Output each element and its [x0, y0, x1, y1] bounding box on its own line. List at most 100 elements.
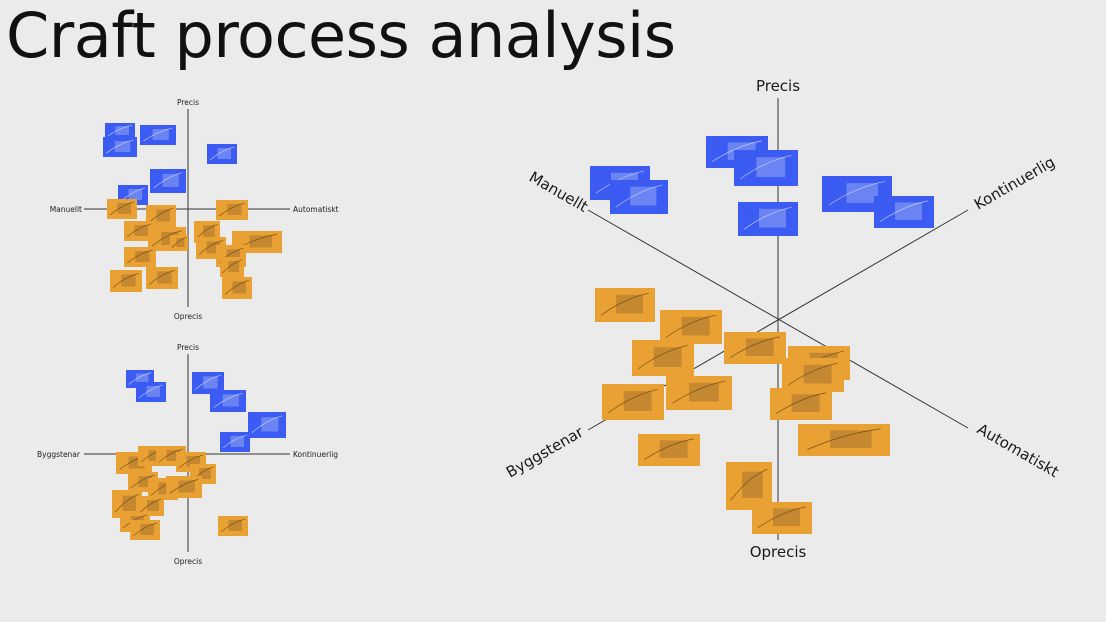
- photo-detail: [249, 235, 272, 248]
- photo-detail-line: [637, 345, 688, 370]
- photo-detail: [689, 382, 719, 402]
- diagram-three-axis: Precis Oprecis Manuellt Kontinuerlig Byg…: [500, 70, 1080, 570]
- photo-cluster: [590, 136, 934, 534]
- photo-detail: [681, 316, 710, 336]
- diagram-blocks-continuous: Precis Oprecis Byggstenar Kontinuerlig: [37, 340, 350, 570]
- photo-detail: [186, 456, 200, 467]
- photo-detail: [114, 141, 131, 152]
- photo-detail-line: [140, 498, 162, 513]
- page-title: Craft process analysis: [6, 0, 676, 72]
- label-kontinuerlig: Kontinuerlig: [971, 153, 1058, 214]
- photo-detail-line: [672, 380, 726, 404]
- photo-detail: [199, 468, 211, 479]
- photo-detail: [203, 376, 218, 389]
- photo-detail: [773, 508, 800, 526]
- photo-detail-line: [114, 493, 140, 513]
- photo-detail-line: [740, 155, 792, 180]
- photo-detail-line: [153, 172, 183, 189]
- label-automatiskt: Automatiskt: [293, 205, 339, 214]
- photo-detail-line: [198, 239, 224, 255]
- photo-detail-line: [757, 506, 807, 528]
- photo-detail-line: [148, 269, 175, 285]
- photo-detail-line: [222, 259, 242, 274]
- photo-detail-line: [743, 206, 793, 230]
- photo-detail: [230, 436, 244, 447]
- photo-detail-line: [218, 202, 245, 217]
- label-oprecis: Oprecis: [174, 312, 202, 321]
- photo-detail-line: [730, 468, 768, 501]
- photo-detail: [759, 208, 786, 228]
- photo-detail-line: [112, 272, 139, 288]
- photo-detail-line: [607, 389, 658, 414]
- photo-detail: [232, 281, 246, 294]
- label-precis: Precis: [177, 343, 199, 352]
- photo-detail-line: [196, 223, 218, 239]
- photo-detail-line: [148, 207, 174, 223]
- photo-detail: [157, 271, 172, 284]
- photo-detail: [616, 294, 643, 314]
- photo-detail-line: [109, 201, 135, 216]
- photo-detail-line: [130, 474, 156, 489]
- photo-detail-line: [251, 415, 283, 434]
- label-precis: Precis: [177, 98, 199, 107]
- photo-detail-line: [828, 181, 886, 206]
- photo-detail-line: [126, 223, 152, 238]
- photo-detail: [128, 189, 142, 200]
- photo-detail: [147, 500, 159, 511]
- photo-detail-line: [213, 392, 243, 408]
- photo-detail: [162, 173, 179, 187]
- photo-detail-line: [209, 146, 235, 161]
- photo-detail: [630, 186, 657, 206]
- photo-detail-line: [106, 139, 134, 154]
- photo-detail: [830, 430, 872, 448]
- label-manuellt: Manuellt: [50, 205, 82, 214]
- photo-detail: [756, 157, 786, 177]
- photo-detail-line: [126, 249, 153, 264]
- photo-detail-line: [128, 372, 152, 385]
- photo-detail: [135, 373, 149, 384]
- label-manuellt: Manuellt: [526, 168, 591, 216]
- photo-detail-line: [224, 279, 250, 295]
- photo-detail-line: [775, 392, 826, 414]
- diagram-manual-automatic: Precis Oprecis Manuellt Automatiskt: [40, 95, 350, 325]
- photo-detail-line: [169, 478, 199, 494]
- photo-detail: [227, 204, 242, 215]
- photo-detail-line: [787, 362, 838, 386]
- photo-detail-line: [729, 336, 780, 358]
- photo-detail: [745, 338, 774, 356]
- photo-detail-line: [132, 522, 158, 537]
- photo-detail: [261, 417, 279, 432]
- photo-detail: [803, 364, 832, 384]
- photo-detail: [846, 183, 878, 203]
- label-byggstenar: Byggstenar: [503, 422, 587, 481]
- photo-cluster: [103, 123, 282, 299]
- photo-detail-line: [194, 374, 221, 390]
- photo-detail: [166, 450, 180, 461]
- photo-detail-line: [171, 237, 187, 249]
- photo-detail-line: [220, 518, 246, 533]
- label-kontinuerlig: Kontinuerlig: [293, 450, 338, 459]
- photo-cluster: [112, 370, 286, 540]
- photo-detail: [895, 202, 922, 220]
- diagram-right-svg: Precis Oprecis Manuellt Kontinuerlig Byg…: [503, 77, 1062, 561]
- photo-detail: [178, 480, 195, 493]
- photo-detail-line: [158, 448, 184, 463]
- diagram-bl-svg: Precis Oprecis Byggstenar Kontinuerlig: [37, 343, 338, 566]
- photo-detail: [140, 524, 154, 535]
- photo-detail: [138, 476, 152, 487]
- photo-detail: [203, 225, 215, 238]
- photo-detail: [115, 126, 129, 135]
- label-precis: Precis: [756, 77, 800, 95]
- photo-detail-line: [711, 140, 762, 162]
- label-automatiskt: Automatiskt: [974, 420, 1062, 481]
- photo-detail: [156, 209, 170, 222]
- photo-detail: [623, 391, 652, 411]
- photo-detail: [791, 394, 820, 412]
- photo-detail: [148, 450, 162, 461]
- photo-detail-line: [222, 434, 248, 449]
- diagram-tl-svg: Precis Oprecis Manuellt Automatiskt: [50, 98, 339, 321]
- photo-detail: [146, 386, 160, 397]
- photo-detail: [659, 440, 688, 458]
- photo-detail: [117, 203, 131, 214]
- photo-detail: [222, 394, 239, 407]
